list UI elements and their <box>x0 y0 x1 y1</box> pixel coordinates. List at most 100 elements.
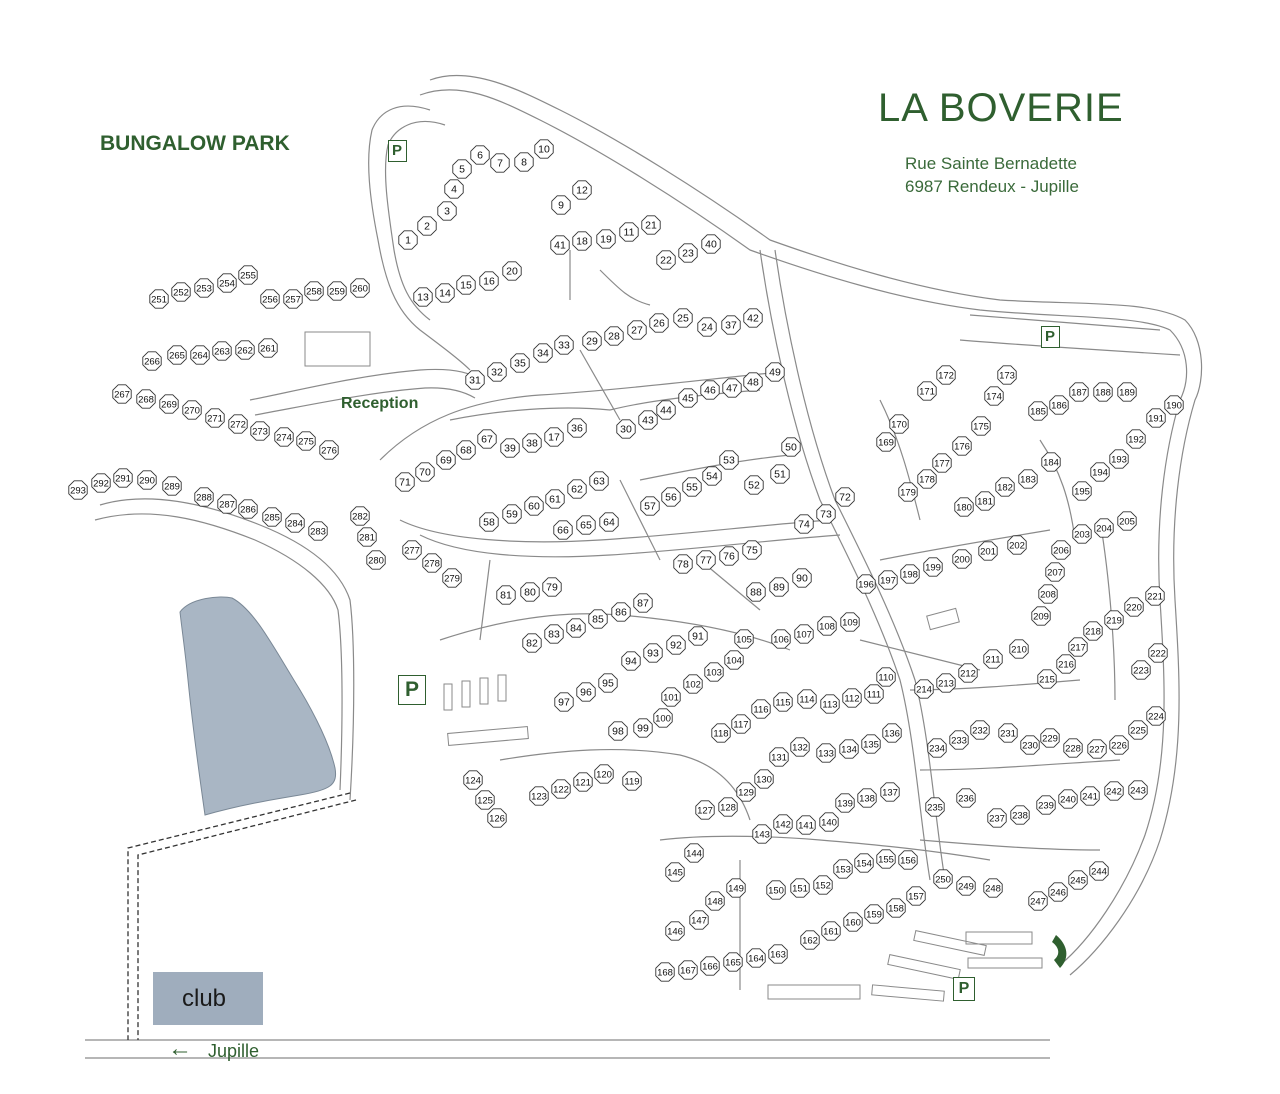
bungalow-31: 31 <box>465 370 485 390</box>
bungalow-marker <box>194 278 214 298</box>
bungalow-number: 140 <box>821 818 837 829</box>
bungalow-marker <box>936 673 956 693</box>
bungalow-6: 6 <box>470 145 490 165</box>
bungalow-230: 230 <box>1020 735 1040 755</box>
bungalow-number: 20 <box>506 266 518 278</box>
bungalow-number: 171 <box>919 387 935 398</box>
bungalow-215: 215 <box>1037 669 1057 689</box>
bungalow-number: 53 <box>723 455 735 467</box>
bungalow-marker <box>1089 861 1109 881</box>
bungalow-marker <box>1040 728 1060 748</box>
bungalow-19: 19 <box>596 229 616 249</box>
bungalow-114: 114 <box>797 689 817 709</box>
bungalow-marker <box>956 876 976 896</box>
bungalow-marker <box>452 159 472 179</box>
bungalow-number: 258 <box>306 287 322 298</box>
bungalow-211: 211 <box>983 649 1003 669</box>
bungalow-number: 23 <box>682 248 694 260</box>
bungalow-marker <box>718 797 738 817</box>
bungalow-134: 134 <box>839 739 859 759</box>
bungalow-30: 30 <box>616 419 636 439</box>
bungalow-marker <box>678 960 698 980</box>
parking-sign: P <box>953 977 975 1001</box>
bungalow-28: 28 <box>604 326 624 346</box>
bungalow-239: 239 <box>1036 795 1056 815</box>
bungalow-number: 222 <box>1150 649 1166 660</box>
bungalow-number: 223 <box>1133 666 1149 677</box>
bungalow-207: 207 <box>1045 562 1065 582</box>
bungalow-228: 228 <box>1063 738 1083 758</box>
bungalow-marker <box>766 880 786 900</box>
bungalow-number: 284 <box>287 519 303 530</box>
bungalow-number: 247 <box>1030 897 1046 908</box>
bungalow-96: 96 <box>576 682 596 702</box>
bungalow-number: 203 <box>1074 530 1090 541</box>
bungalow-188: 188 <box>1093 382 1113 402</box>
bungalow-16: 16 <box>479 271 499 291</box>
bungalow-marker <box>510 353 530 373</box>
bungalow-marker <box>1090 462 1110 482</box>
bungalow-number: 179 <box>900 488 916 499</box>
bungalow-number: 21 <box>645 220 657 232</box>
bungalow-marker <box>582 331 602 351</box>
bungalow-number: 178 <box>919 475 935 486</box>
bungalow-271: 271 <box>205 408 225 428</box>
bungalow-marker <box>711 723 731 743</box>
bungalow-number: 10 <box>538 144 550 156</box>
bungalow-marker <box>551 195 571 215</box>
bungalow-171: 171 <box>917 381 937 401</box>
bungalow-marker <box>666 635 686 655</box>
bungalow-289: 289 <box>162 476 182 496</box>
bungalow-153: 153 <box>833 859 853 879</box>
bungalow-185: 185 <box>1028 401 1048 421</box>
bungalow-8: 8 <box>514 152 534 172</box>
bungalow-number: 277 <box>404 546 420 557</box>
bungalow-29: 29 <box>582 331 602 351</box>
bungalow-55: 55 <box>682 477 702 497</box>
bungalow-number: 193 <box>1111 455 1127 466</box>
bungalow-marker <box>611 602 631 622</box>
bungalow-number: 146 <box>667 927 683 938</box>
bungalow-15: 15 <box>456 275 476 295</box>
bungalow-marker <box>746 582 766 602</box>
bungalow-73: 73 <box>816 504 836 524</box>
bungalow-number: 109 <box>842 618 858 629</box>
bungalow-marker <box>435 283 455 303</box>
bungalow-number: 32 <box>491 367 503 379</box>
bungalow-marker <box>1018 469 1038 489</box>
bungalow-5: 5 <box>452 159 472 179</box>
bungalow-34: 34 <box>533 343 553 363</box>
bungalow-marker <box>876 432 896 452</box>
bungalow-72: 72 <box>835 487 855 507</box>
bungalow-number: 94 <box>625 656 637 668</box>
bungalow-number: 57 <box>644 501 656 513</box>
bungalow-89: 89 <box>769 577 789 597</box>
bungalow-129: 129 <box>736 782 756 802</box>
bungalow-158: 158 <box>886 898 906 918</box>
bungalow-139: 139 <box>835 793 855 813</box>
bungalow-marker <box>746 948 766 968</box>
bungalow-number: 233 <box>951 736 967 747</box>
bungalow-number: 231 <box>1000 729 1016 740</box>
bungalow-marker <box>238 265 258 285</box>
bungalow-76: 76 <box>719 546 739 566</box>
bungalow-marker <box>159 394 179 414</box>
bungalow-202: 202 <box>1007 535 1027 555</box>
bungalow-number: 160 <box>845 918 861 929</box>
bungalow-number: 275 <box>298 437 314 448</box>
bungalow-number: 89 <box>773 582 785 594</box>
bungalow-115: 115 <box>773 692 793 712</box>
bungalow-number: 117 <box>733 720 748 731</box>
bungalow-number: 15 <box>460 280 472 292</box>
bungalow-number: 154 <box>856 859 872 870</box>
bungalow-marker <box>422 553 442 573</box>
bungalow-204: 204 <box>1094 518 1114 538</box>
bungalow-226: 226 <box>1109 735 1129 755</box>
bungalow-146: 146 <box>665 921 685 941</box>
bungalow-number: 177 <box>934 459 950 470</box>
bungalow-marker <box>68 480 88 500</box>
bungalow-marker <box>876 849 896 869</box>
bungalow-marker <box>794 514 814 534</box>
bungalow-marker <box>1028 401 1048 421</box>
bungalow-marker <box>608 721 628 741</box>
